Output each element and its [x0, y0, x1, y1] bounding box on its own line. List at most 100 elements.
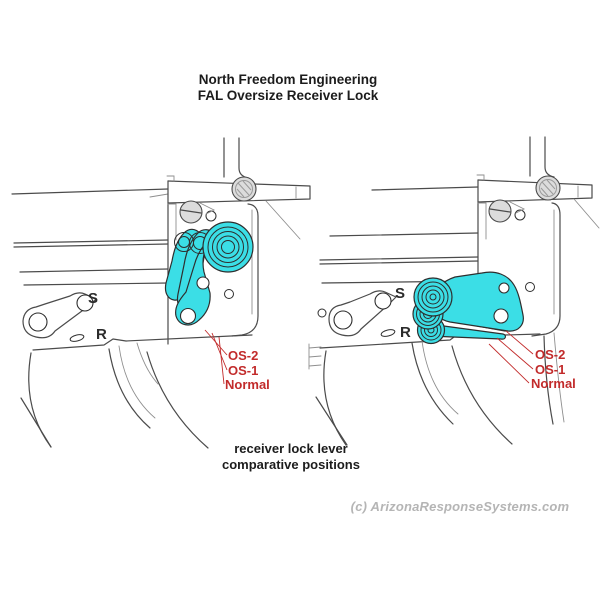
hinge-block — [166, 137, 311, 240]
lever-arm-normal — [428, 323, 507, 340]
knob-ring — [212, 231, 244, 263]
body-line — [13, 243, 169, 248]
detail-line — [199, 202, 216, 215]
lower-rear-edge — [543, 335, 554, 425]
diagonal-edge — [573, 198, 600, 229]
small-pin — [317, 308, 327, 318]
leader-line-os1 — [496, 337, 534, 370]
hinge-block — [476, 136, 600, 229]
selector-outline — [22, 292, 97, 339]
hinge-screw-hatch — [236, 180, 252, 198]
screw-slot — [489, 208, 511, 213]
leader-line-os2 — [505, 330, 534, 355]
leader-line-normal — [488, 343, 530, 384]
knob-ring — [421, 285, 445, 309]
guard-detail — [136, 342, 159, 385]
block-right-edge — [531, 202, 561, 337]
lock-lever-open-position — [412, 271, 524, 345]
hinge-screw-ring — [235, 180, 253, 198]
receiver-rail-line — [11, 188, 169, 195]
selector-pivot — [28, 312, 48, 332]
selector-s-label: S — [395, 285, 405, 302]
knob-ring — [207, 226, 249, 268]
hinge-screw-ring — [539, 179, 557, 197]
label-os2: OS-2 — [228, 348, 258, 363]
mag-bracket — [308, 343, 322, 370]
lever-hole — [498, 282, 510, 294]
selector-s-label: S — [88, 290, 98, 307]
hinge-screw-hatch — [540, 179, 556, 197]
trigger-guard — [20, 334, 253, 449]
safety-selector: S R — [22, 290, 107, 343]
knob-ring — [425, 289, 441, 305]
safety-selector: S R — [317, 285, 411, 341]
lever-hole — [196, 276, 210, 290]
top-bar-cap — [476, 174, 579, 198]
hinge-post — [223, 137, 249, 179]
detail-line — [509, 201, 526, 214]
block-right-edge — [231, 203, 259, 337]
small-pin — [205, 210, 217, 222]
guard-front-curve — [451, 345, 513, 445]
guard-curve-inner — [118, 345, 156, 419]
block-notch — [477, 202, 487, 240]
left-diagram: S R — [11, 137, 311, 449]
caption-line-2: comparative positions — [222, 456, 360, 472]
lower-rear-edge — [553, 332, 565, 423]
title-line-1: North Freedom Engineering — [198, 72, 378, 87]
body-line — [23, 282, 169, 286]
title-line-2: FAL Oversize Receiver Lock — [197, 87, 379, 103]
selector-r-label: R — [96, 326, 107, 343]
ground-line — [32, 334, 253, 351]
knob-ring — [417, 281, 449, 313]
caption-line-1: receiver lock lever — [234, 441, 348, 456]
body-line — [19, 268, 169, 273]
screw-slot — [180, 209, 202, 214]
body-line — [319, 260, 479, 265]
guard-curve-inner — [421, 340, 459, 415]
detent-oval — [69, 334, 85, 342]
knob-ring — [221, 240, 235, 254]
lever-pivot-knob — [202, 221, 254, 273]
page-title: North Freedom Engineering FAL Oversize R… — [38, 72, 538, 103]
block-pin — [224, 289, 234, 299]
leader-line-normal — [218, 336, 225, 385]
copyright-watermark: (c) ArizonaResponseSystems.com — [350, 499, 570, 514]
hinge-post — [529, 136, 555, 178]
knob-ring — [429, 293, 437, 301]
guard-curve-outer — [108, 348, 151, 429]
selector-hole — [76, 294, 94, 312]
small-pin — [514, 209, 526, 221]
knob-ring — [216, 235, 240, 259]
label-normal: Normal — [531, 376, 576, 391]
label-normal: Normal — [225, 377, 270, 392]
body-line — [329, 232, 479, 237]
trigger-guard — [308, 333, 541, 446]
lever-knob-os2 — [413, 277, 453, 317]
label-os1: OS-1 — [228, 363, 258, 378]
lever-blade-normal — [175, 235, 215, 326]
grip-spur — [315, 396, 348, 446]
lever-hole — [179, 307, 197, 325]
grip-front-curve — [28, 352, 52, 448]
block-notch — [167, 203, 177, 241]
grip-spur — [20, 397, 52, 448]
label-os1: OS-1 — [535, 362, 565, 377]
right-diagram: S R — [308, 136, 600, 446]
receiver-rail-line — [149, 193, 169, 198]
detent-oval — [380, 329, 396, 337]
receiver-block — [477, 179, 565, 425]
lever-hole — [493, 308, 509, 324]
receiver-rail-line — [371, 186, 479, 191]
body-line — [319, 256, 479, 261]
leader-line-os1 — [211, 332, 228, 371]
selector-r-label: R — [400, 324, 411, 341]
block-pin — [525, 282, 535, 292]
label-os2: OS-2 — [535, 347, 565, 362]
receiver-block — [167, 180, 259, 345]
body-line — [13, 239, 169, 244]
selector-outline — [328, 290, 397, 337]
selector-pivot — [333, 310, 353, 330]
